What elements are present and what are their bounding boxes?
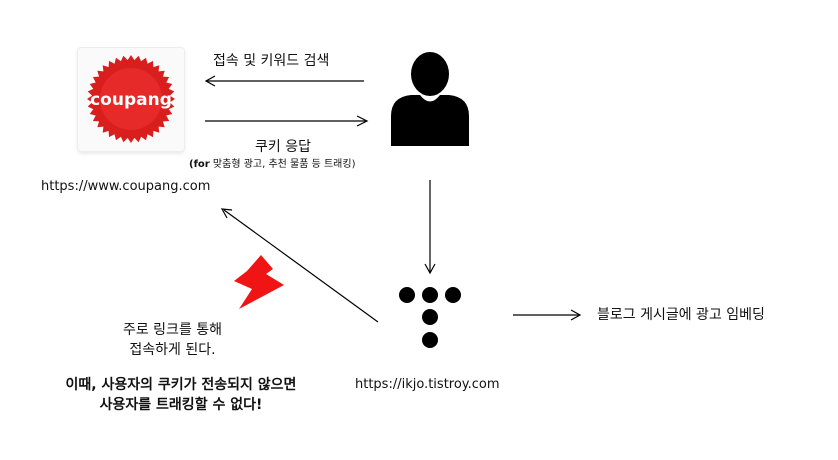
user-to-blog-arrowhead [424,263,436,275]
request-arrowhead [204,75,216,87]
link-note-line: 접속하게 된다. [129,342,216,358]
coupang-logo: coupang [78,48,184,151]
lightning-icon [234,255,284,309]
embed-arrowhead [570,309,582,321]
coupang-brand-text: coupang [90,90,172,110]
response-sublabel: (for 맞춤형 광고, 추천 물품 등 트래킹) [189,155,356,170]
embed-label: 블로그 게시글에 광고 임베딩 [597,307,765,323]
response-sublabel-rest: 맞춤형 광고, 추천 물품 등 트래킹) [209,159,356,170]
response-arrowhead [356,115,369,127]
user-icon [391,52,469,146]
dots-logo-icon [399,287,461,348]
request-label: 접속 및 키워드 검색 [213,53,330,69]
warning-line: 이때, 사용자의 쿠키가 전송되지 않으면 [65,377,297,393]
warning-note: 이때, 사용자의 쿠키가 전송되지 않으면 사용자를 트래킹할 수 없다! [22,375,340,415]
blog-to-coupang-arrowhead [220,208,233,219]
response-sublabel-prefix: (for [189,159,210,170]
tistroy-url: https://ikjo.tistroy.com [355,377,500,392]
coupang-seal-logo-icon: coupang [87,55,175,143]
coupang-url: https://www.coupang.com [41,179,211,194]
link-note-line: 주로 링크를 통해 [122,322,223,338]
blog-to-coupang-arrow [223,209,379,323]
response-label: 쿠키 응답 [255,139,311,155]
warning-line: 사용자를 트래킹할 수 없다! [99,397,263,413]
link-note: 주로 링크를 통해 접속하게 된다. [97,320,248,360]
